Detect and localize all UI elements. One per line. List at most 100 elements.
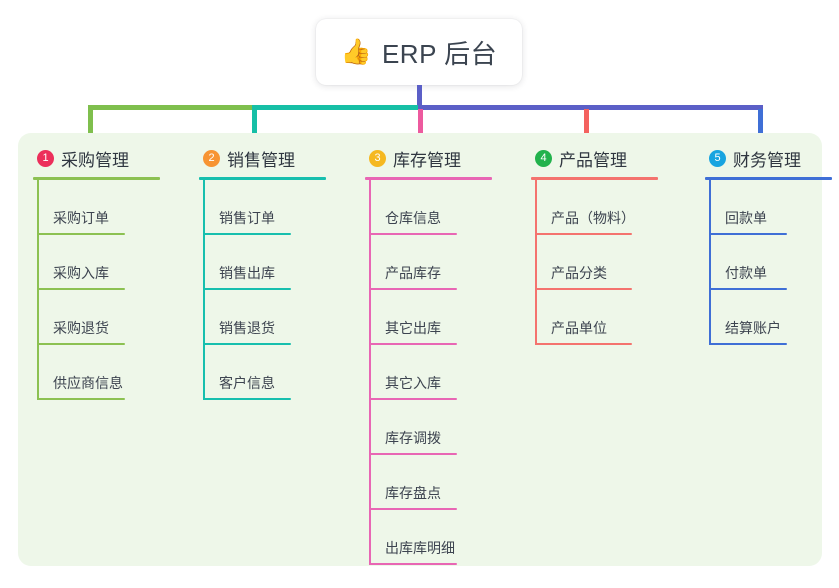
- leaf-item[interactable]: 采购订单: [15, 180, 160, 235]
- branch-header-finance[interactable]: 5 财务管理: [687, 143, 832, 173]
- leaf-item-underline: [535, 343, 632, 345]
- leaf-item[interactable]: 库存调拨: [347, 400, 492, 455]
- leaf-item-underline: [203, 233, 291, 235]
- branch-spine-purchase: [37, 180, 39, 400]
- branch-items-finance: 回款单付款单结算账户: [687, 180, 832, 345]
- leaf-item-label: 仓库信息: [385, 210, 441, 226]
- branch-spine-finance: [709, 180, 711, 345]
- leaf-item-underline: [37, 398, 125, 400]
- branch-header-sales[interactable]: 2 销售管理: [181, 143, 326, 173]
- leaf-item[interactable]: 销售退货: [181, 290, 326, 345]
- branch-spine-inventory: [369, 180, 371, 565]
- leaf-item[interactable]: 结算账户: [687, 290, 832, 345]
- leaf-item-underline: [369, 398, 457, 400]
- leaf-item-label: 供应商信息: [53, 375, 123, 391]
- leaf-item[interactable]: 销售订单: [181, 180, 326, 235]
- leaf-item-underline: [369, 563, 457, 565]
- stub-inventory: [418, 109, 423, 139]
- branch-number-badge-inventory: 3: [369, 149, 386, 167]
- root-node-content: 👍 ERP 后台: [341, 34, 497, 71]
- leaf-item-label: 采购入库: [53, 265, 109, 281]
- leaf-item[interactable]: 其它出库: [347, 290, 492, 345]
- branch-items-purchase: 采购订单采购入库采购退货供应商信息: [15, 180, 160, 400]
- leaf-item-label: 客户信息: [219, 375, 275, 391]
- stub-sales: [252, 109, 257, 139]
- root-stem-connector: [417, 85, 422, 109]
- branch-spine-product: [535, 180, 537, 345]
- leaf-item[interactable]: 产品库存: [347, 235, 492, 290]
- leaf-item-underline: [369, 233, 457, 235]
- leaf-item-underline: [203, 398, 291, 400]
- leaf-item-label: 库存调拨: [385, 430, 441, 446]
- branches-panel: [18, 133, 822, 566]
- leaf-item-underline: [709, 343, 787, 345]
- root-node-title: ERP 后台: [381, 38, 498, 69]
- leaf-item[interactable]: 采购退货: [15, 290, 160, 345]
- root-node[interactable]: 👍 ERP 后台: [316, 19, 522, 85]
- branch-number-badge-finance: 5: [709, 149, 726, 167]
- branch-column-sales: 2 销售管理销售订单销售出库销售退货客户信息: [181, 143, 326, 400]
- leaf-item-label: 产品分类: [551, 265, 607, 281]
- leaf-item-label: 库存盘点: [385, 485, 441, 501]
- leaf-item-underline: [37, 288, 125, 290]
- stub-purchase: [88, 109, 93, 139]
- leaf-item-label: 回款单: [725, 210, 767, 226]
- leaf-item[interactable]: 库存盘点: [347, 455, 492, 510]
- branch-header-purchase[interactable]: 1 采购管理: [15, 143, 160, 173]
- leaf-item[interactable]: 付款单: [687, 235, 832, 290]
- branch-title-finance: 财务管理: [733, 150, 801, 170]
- stub-finance: [758, 109, 763, 139]
- leaf-item-label: 采购订单: [53, 210, 109, 226]
- leaf-item-label: 销售出库: [219, 265, 275, 281]
- branch-title-purchase: 采购管理: [61, 150, 129, 170]
- branch-items-inventory: 仓库信息产品库存其它出库其它入库库存调拨库存盘点出库库明细: [347, 180, 492, 565]
- leaf-item-underline: [369, 453, 457, 455]
- leaf-item-underline: [203, 343, 291, 345]
- leaf-item-underline: [37, 233, 125, 235]
- leaf-item-label: 产品单位: [551, 320, 607, 336]
- leaf-item[interactable]: 供应商信息: [15, 345, 160, 400]
- leaf-item-label: 采购退货: [53, 320, 109, 336]
- leaf-item-underline: [369, 343, 457, 345]
- leaf-item-label: 产品库存: [385, 265, 441, 281]
- branch-title-product: 产品管理: [559, 150, 627, 170]
- leaf-item-label: 产品（物料）: [551, 210, 635, 226]
- branch-header-product[interactable]: 4 产品管理: [513, 143, 658, 173]
- branch-number-badge-purchase: 1: [37, 149, 54, 167]
- branch-column-product: 4 产品管理产品（物料） 产品分类产品单位: [513, 143, 658, 345]
- leaf-item[interactable]: 回款单: [687, 180, 832, 235]
- branch-number-badge-product: 4: [535, 149, 552, 167]
- leaf-item[interactable]: 产品（物料）: [513, 180, 658, 235]
- branch-number-badge-sales: 2: [203, 149, 220, 167]
- branch-column-finance: 5 财务管理回款单付款单结算账户: [687, 143, 832, 345]
- leaf-item[interactable]: 产品单位: [513, 290, 658, 345]
- leaf-item-underline: [37, 343, 125, 345]
- leaf-item-underline: [369, 508, 457, 510]
- leaf-item[interactable]: 仓库信息: [347, 180, 492, 235]
- leaf-item-label: 结算账户: [725, 320, 781, 336]
- thumbs-up-icon: 👍: [340, 37, 372, 66]
- bar-green: [88, 105, 254, 110]
- leaf-item-label: 其它出库: [385, 320, 441, 336]
- branch-items-product: 产品（物料） 产品分类产品单位: [513, 180, 658, 345]
- stub-product: [584, 109, 589, 139]
- leaf-item[interactable]: 出库库明细: [347, 510, 492, 565]
- leaf-item[interactable]: 采购入库: [15, 235, 160, 290]
- leaf-item[interactable]: 销售出库: [181, 235, 326, 290]
- leaf-item-underline: [535, 233, 632, 235]
- leaf-item[interactable]: 其它入库: [347, 345, 492, 400]
- leaf-item-underline: [203, 288, 291, 290]
- leaf-item-label: 销售订单: [219, 210, 275, 226]
- leaf-item-underline: [535, 288, 632, 290]
- bar-blue: [418, 105, 763, 110]
- branch-title-sales: 销售管理: [227, 150, 295, 170]
- bar-teal: [252, 105, 420, 110]
- leaf-item-label: 销售退货: [219, 320, 275, 336]
- leaf-item[interactable]: 产品分类: [513, 235, 658, 290]
- leaf-item-underline: [709, 233, 787, 235]
- leaf-item[interactable]: 客户信息: [181, 345, 326, 400]
- branch-column-purchase: 1 采购管理采购订单采购入库采购退货供应商信息: [15, 143, 160, 400]
- leaf-item-label: 付款单: [725, 265, 767, 281]
